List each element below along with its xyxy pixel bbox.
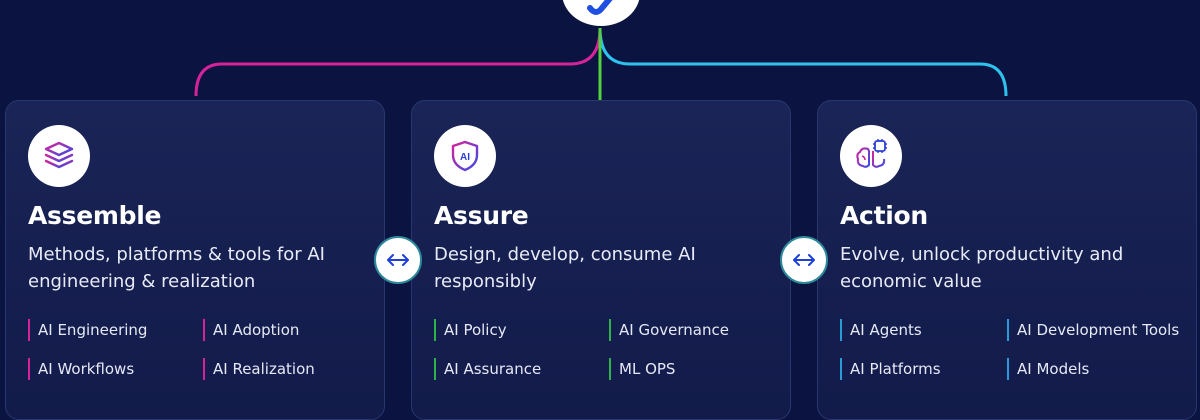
tag-ml-ops: ML OPS — [609, 358, 675, 380]
tag-ai-adoption: AI Adoption — [203, 319, 299, 341]
card-title: Assure — [434, 201, 529, 230]
card-description: Methods, platforms & tools for AI engine… — [28, 244, 325, 292]
tag-ai-platforms: AI Platforms — [840, 358, 941, 380]
tag-ai-workflows: AI Workflows — [28, 358, 134, 380]
bidirectional-arrow-icon — [387, 254, 409, 266]
card-description: Evolve, unlock productivity and economic… — [840, 244, 1124, 292]
card-action: Action Evolve, unlock productivity and e… — [817, 100, 1197, 420]
bidirectional-arrow-icon — [793, 254, 815, 266]
ai-shield-icon: AI — [451, 140, 479, 172]
tag-ai-agents: AI Agents — [840, 319, 922, 341]
card-description: Design, develop, consume AI responsibly — [434, 244, 696, 292]
card-assemble: Assemble Methods, platforms & tools for … — [5, 100, 385, 420]
bidirectional-arrow-connector — [374, 236, 422, 284]
svg-text:AI: AI — [460, 152, 470, 163]
stacked-layers-icon — [44, 141, 74, 169]
bidirectional-arrow-connector — [780, 236, 828, 284]
brain-chip-icon — [856, 139, 887, 168]
card-icon-container — [840, 125, 902, 187]
tag-ai-models: AI Models — [1007, 358, 1089, 380]
connector-left-line — [194, 27, 602, 97]
tag-ai-realization: AI Realization — [203, 358, 315, 380]
tag-ai-governance: AI Governance — [609, 319, 729, 341]
tag-ai-policy: AI Policy — [434, 319, 507, 341]
card-icon-container: AI — [434, 125, 496, 187]
connector-lines — [194, 27, 1008, 100]
tag-ai-assurance: AI Assurance — [434, 358, 541, 380]
card-icon-container — [28, 125, 90, 187]
card-assure: AI Assure Design, develop, consume AI re… — [411, 100, 791, 420]
tag-ai-development-tools: AI Development Tools — [1007, 319, 1179, 341]
card-title: Action — [840, 201, 928, 230]
tag-ai-engineering: AI Engineering — [28, 319, 147, 341]
card-title: Assemble — [28, 201, 162, 230]
checkmark-logo-icon — [587, 0, 613, 15]
connector-right-line — [598, 27, 1008, 97]
